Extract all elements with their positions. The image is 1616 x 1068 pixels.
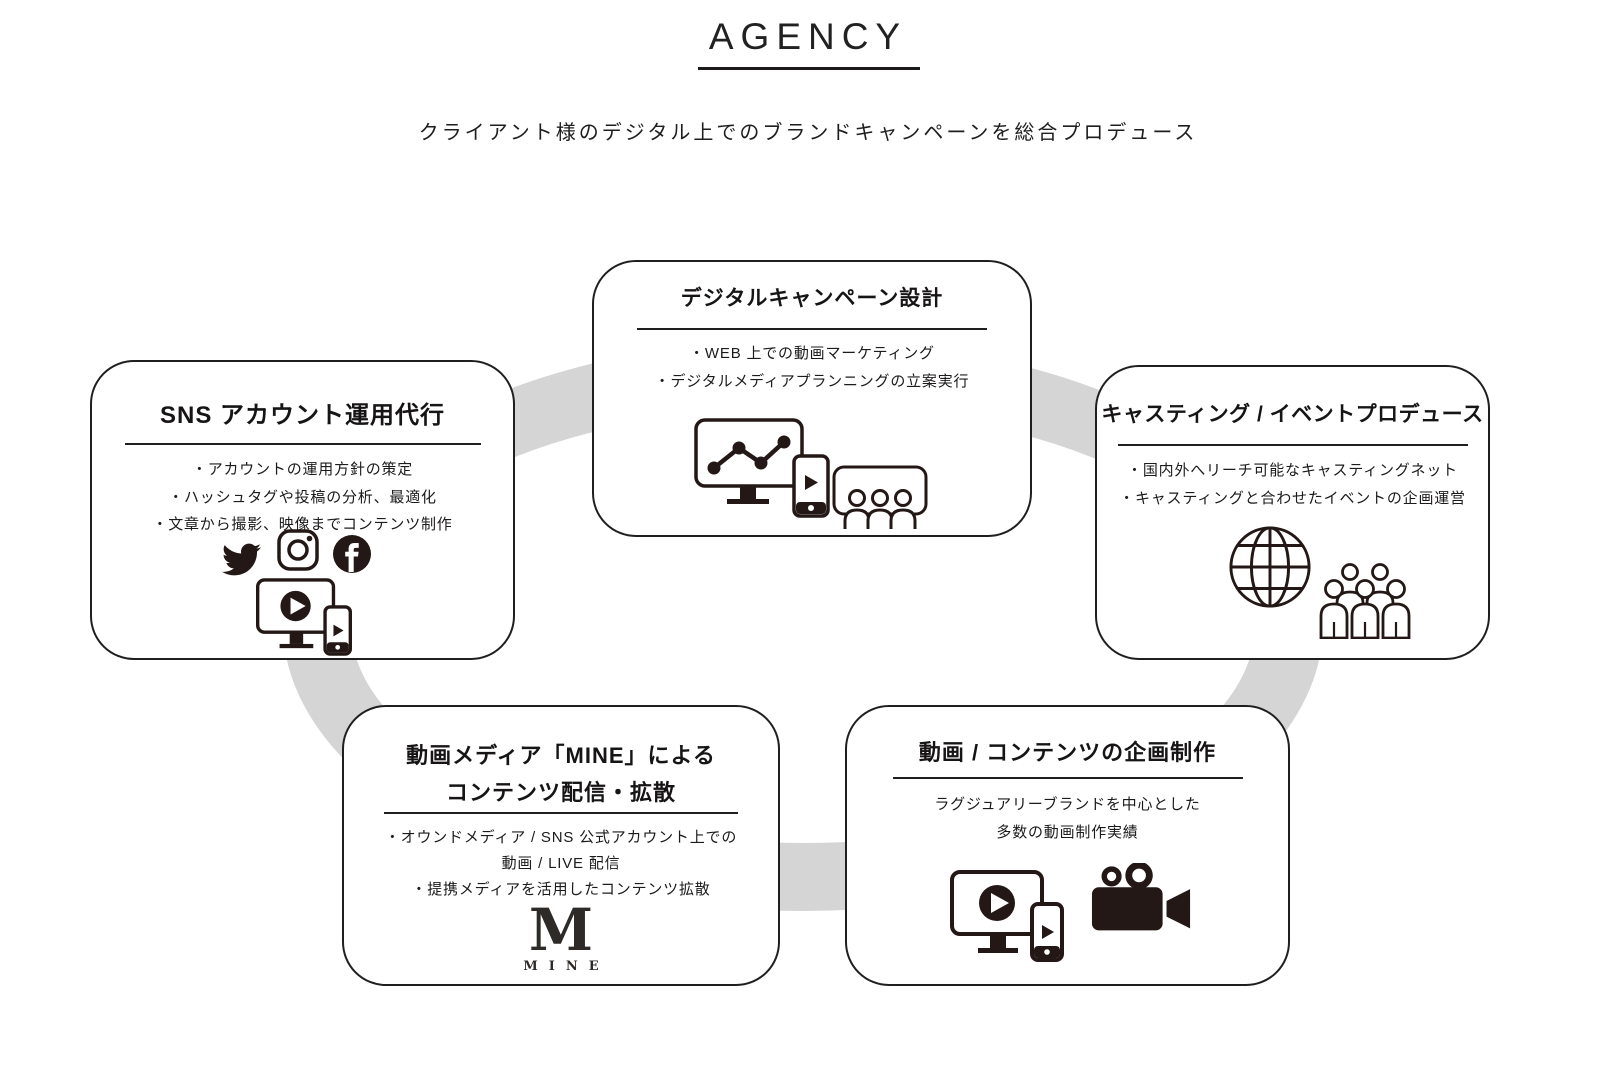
mine-logo: M MINE <box>344 896 778 974</box>
instagram-icon <box>277 529 319 571</box>
chart-monitor-icon <box>694 418 830 518</box>
bullet: ・オウンドメディア / SNS 公式アカウント上での <box>384 829 738 846</box>
bullet: ・国内外へリーチ可能なキャスティングネット <box>1127 462 1458 479</box>
bullet: ・提携メディアを活用したコンテンツ拡散 <box>411 881 711 898</box>
text-line: ラグジュアリーブランドを中心とした <box>934 796 1201 813</box>
card-title-line2: コンテンツ配信・拡散 <box>445 780 676 805</box>
people-group-icon <box>1319 563 1411 639</box>
card-video-production: 動画 / コンテンツの企画制作 ラグジュアリーブランドを中心とした 多数の動画制… <box>845 705 1290 986</box>
globe-icon <box>1229 526 1311 608</box>
facebook-icon <box>333 535 371 573</box>
title-divider <box>1117 444 1468 446</box>
card-bullets: ・オウンドメディア / SNS 公式アカウント上での 動画 / LIVE 配信 … <box>344 825 778 903</box>
card-bullets: ・WEB 上での動画マーケティング ・デジタルメディアプランニングの立案実行 <box>594 340 1030 396</box>
page-subtitle: クライアント様のデジタル上でのブランドキャンペーンを総合プロデュース <box>418 122 1198 144</box>
bullet: ・アカウントの運用方針の策定 <box>191 461 414 478</box>
video-monitor-phone-icon <box>256 578 352 656</box>
card-bullets: ・国内外へリーチ可能なキャスティングネット ・キャスティングと合わせたイベントの… <box>1097 457 1488 512</box>
bullet: ・ハッシュタグや投稿の分析、最適化 <box>168 488 437 506</box>
card-title: キャスティング / イベントプロデュース <box>1101 403 1484 426</box>
card-sns-operation: SNS アカウント運用代行 ・アカウントの運用方針の策定 ・ハッシュタグや投稿の… <box>90 360 515 660</box>
bullet: 動画 / LIVE 配信 <box>501 855 621 872</box>
card-bullets: ・アカウントの運用方針の策定 ・ハッシュタグや投稿の分析、最適化 ・文章から撮影… <box>92 456 513 539</box>
page-title: AGENCY <box>708 16 908 57</box>
bullet: ・デジタルメディアプランニングの立案実行 <box>654 373 970 390</box>
card-title: SNS アカウント運用代行 <box>159 402 445 429</box>
title-divider <box>892 777 1243 779</box>
card-title: 動画 / コンテンツの企画制作 <box>918 740 1217 765</box>
card-casting-event: キャスティング / イベントプロデュース ・国内外へリーチ可能なキャスティングネ… <box>1095 365 1490 660</box>
card-title: デジタルキャンペーン設計 <box>680 287 944 310</box>
bullet: ・文章から撮影、映像までコンテンツ制作 <box>152 516 453 533</box>
title-divider <box>637 328 987 330</box>
title-divider <box>124 443 481 445</box>
mine-logo-mark: M <box>528 896 594 964</box>
card-lines: ラグジュアリーブランドを中心とした 多数の動画制作実績 <box>847 791 1288 847</box>
audience-screen-icon <box>832 465 928 529</box>
title-underline <box>698 67 920 70</box>
card-title: 動画メディア「MINE」による コンテンツ配信・拡散 <box>344 737 778 811</box>
video-monitor-phone-icon <box>950 870 1064 962</box>
bullet: ・WEB 上での動画マーケティング <box>689 345 935 362</box>
card-digital-campaign: デジタルキャンペーン設計 ・WEB 上での動画マーケティング ・デジタルメディア… <box>592 260 1032 537</box>
text-line: 多数の動画制作実績 <box>996 824 1139 841</box>
video-camera-icon <box>1091 863 1191 931</box>
play-phone-icon <box>792 454 830 518</box>
twitter-icon <box>222 543 261 576</box>
card-title-line1: 動画メディア「MINE」による <box>406 743 716 768</box>
bullet: ・キャスティングと合わせたイベントの企画運営 <box>1119 489 1466 507</box>
card-mine-media: 動画メディア「MINE」による コンテンツ配信・拡散 ・オウンドメディア / S… <box>342 705 780 986</box>
mine-logo-text: MINE <box>523 959 610 974</box>
title-divider <box>384 812 738 814</box>
